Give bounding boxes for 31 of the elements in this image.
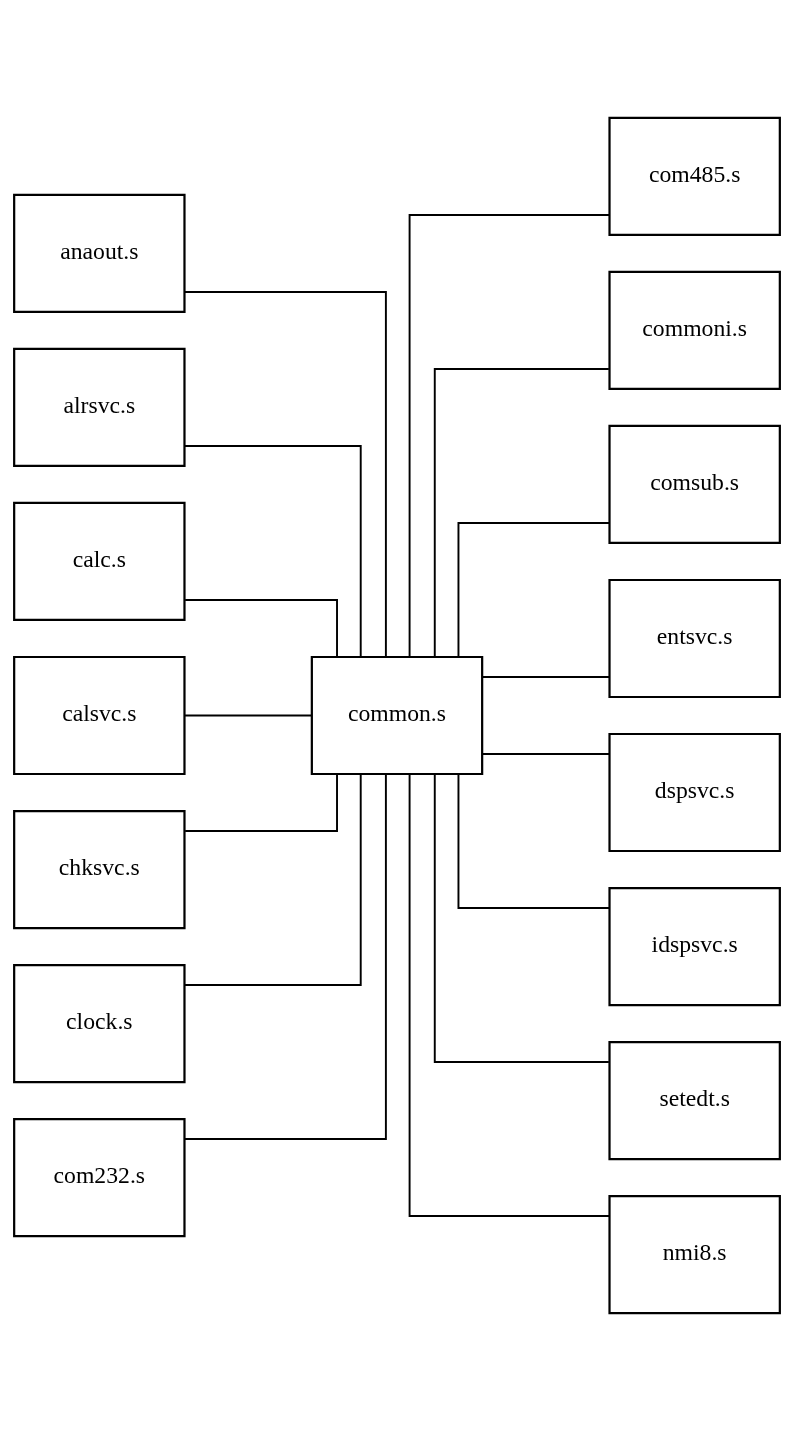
connector (183, 445, 362, 658)
connector (481, 753, 611, 755)
node-box: calc.s (13, 501, 186, 622)
node-box: entsvc.s (608, 578, 781, 699)
connector (183, 714, 313, 717)
connector (457, 522, 611, 658)
node-box: clock.s (13, 963, 186, 1084)
node-box: setedt.s (608, 1040, 781, 1161)
node-box: calsvc.s (13, 655, 186, 776)
connector (183, 773, 362, 986)
node-box: dspsvc.s (608, 732, 781, 853)
node-box: nmi8.s (608, 1194, 781, 1315)
node-box: com232.s (13, 1117, 186, 1238)
node-box: common.s (310, 655, 484, 776)
node-box: com485.s (608, 116, 781, 237)
node-box: idspsvc.s (608, 886, 781, 1007)
connector (433, 773, 610, 1063)
connector (408, 773, 611, 1218)
connector (184, 599, 338, 658)
connector (408, 213, 611, 658)
node-box: anaout.s (13, 193, 186, 314)
node-box: alrsvc.s (13, 347, 186, 468)
connector (481, 676, 611, 678)
connector (433, 368, 610, 658)
connector (457, 773, 611, 909)
node-box: comsub.s (608, 424, 781, 545)
node-box: commoni.s (608, 270, 781, 391)
node-box: chksvc.s (13, 809, 186, 930)
connector (183, 290, 387, 658)
connector (183, 773, 387, 1141)
connector (184, 773, 338, 832)
